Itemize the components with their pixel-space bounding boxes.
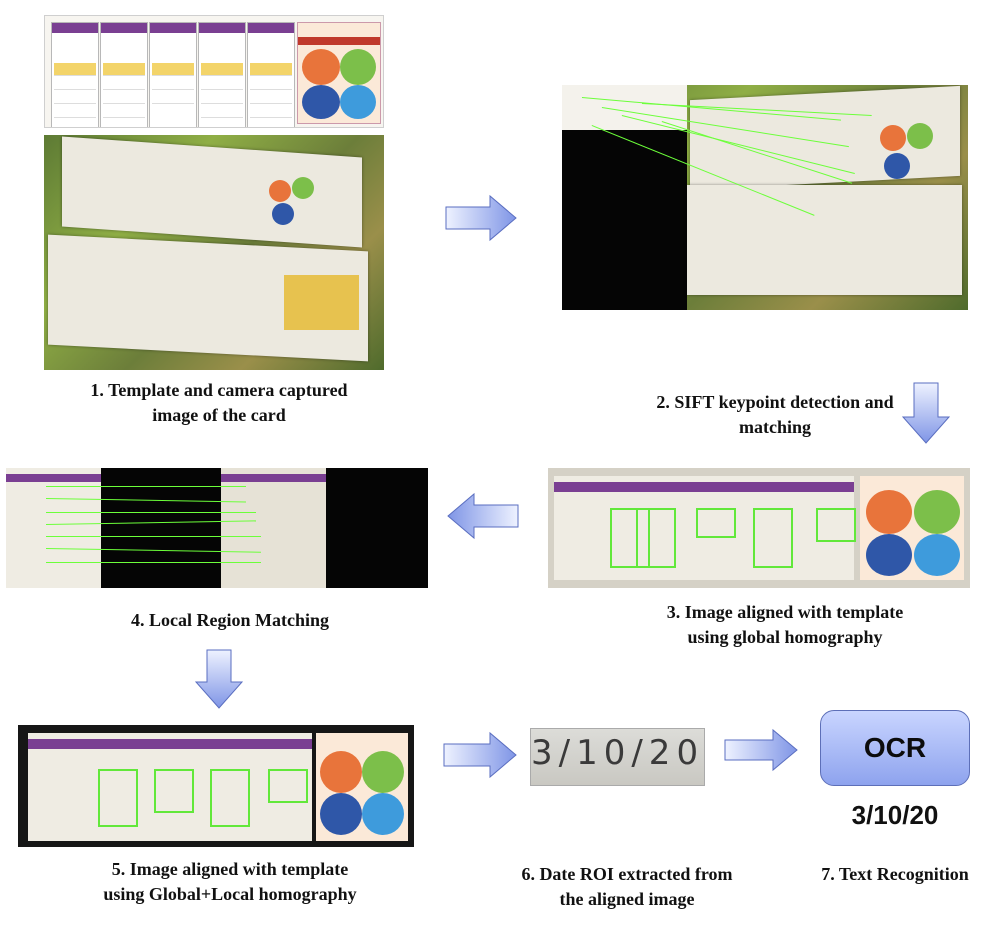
template-image [44,15,384,128]
caption-step-2: 2. SIFT keypoint detection and matching [656,392,894,437]
caption-step-4: 4. Local Region Matching [131,610,329,630]
caption-step-7: 7. Text Recognition [821,864,969,884]
arrow-down-icon [194,649,244,709]
arrow-right-icon [724,728,798,772]
caption-step-3: 3. Image aligned with template using glo… [666,602,904,647]
sift-matching-image [562,85,968,310]
local-matching-image [6,468,428,588]
caption-step-1: 1. Template and camera captured image of… [90,380,348,425]
arrow-right-icon [443,731,517,779]
arrow-right-icon [445,194,517,242]
ocr-label: OCR [863,732,927,763]
date-roi-image: 3/10/20 [530,728,705,786]
caption-step-5: 5. Image aligned with template using Glo… [103,859,357,904]
ocr-box: OCR [820,710,970,786]
global-aligned-image [548,468,970,588]
ocr-result: 3/10/20 [851,800,939,830]
roi-handwritten-date: 3/10/20 [531,733,705,773]
camera-captured-image [44,135,384,370]
global-local-aligned-image [18,725,414,847]
arrow-left-icon [447,492,519,540]
arrow-down-icon [901,382,951,444]
caption-step-6: 6. Date ROI extracted from the aligned i… [521,864,733,909]
